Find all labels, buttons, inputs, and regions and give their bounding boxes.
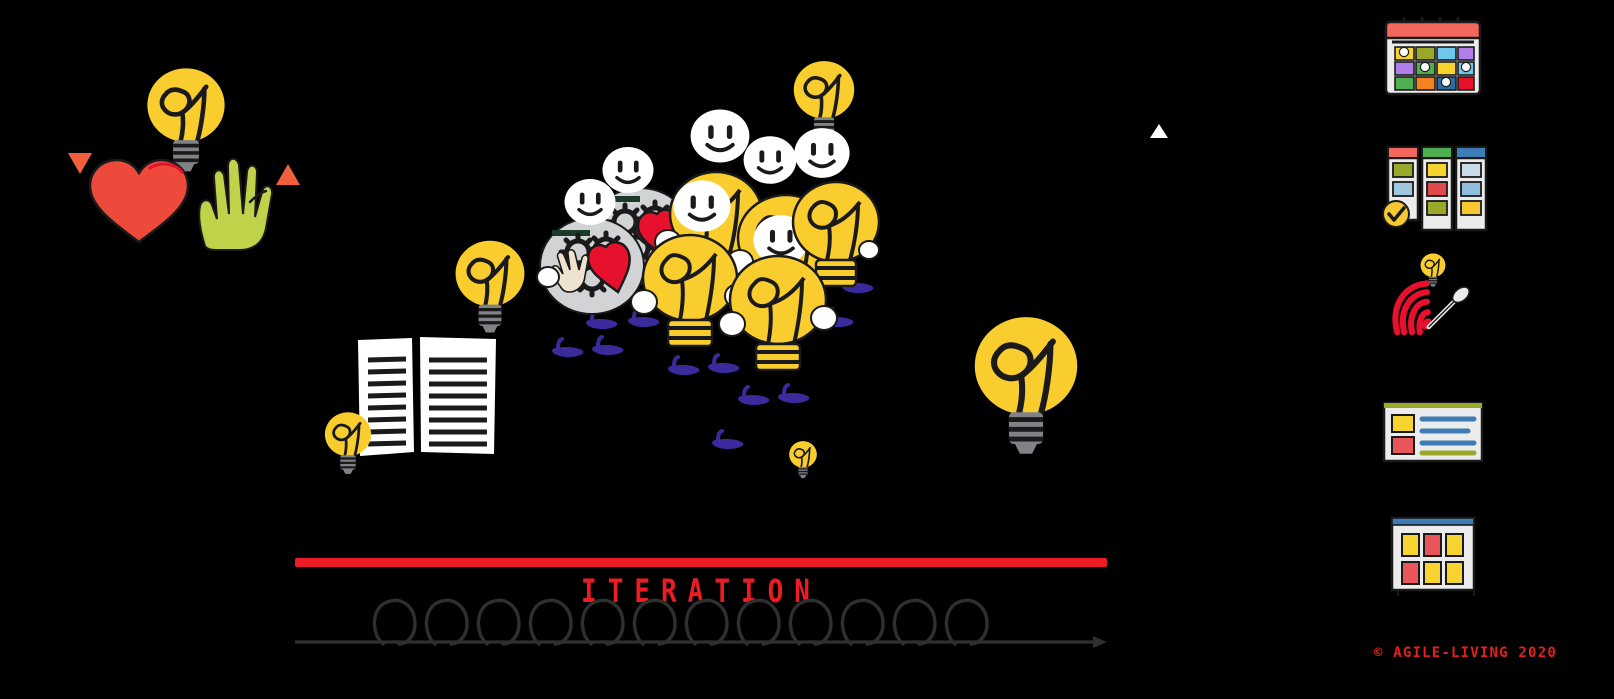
iteration-bar [295,558,1107,567]
bulb-figure-3 [791,180,881,288]
dart-icon [1426,286,1471,330]
bulb-tiny-center [788,440,818,479]
iteration-timeline: ITERATION [295,550,1107,650]
user-story-card-icon [1382,401,1484,463]
face-icon [600,145,656,195]
face-icon [688,107,752,165]
bulb-mid-left [456,241,525,333]
target-with-dart-icon [1392,252,1471,336]
lightbulb-icon [147,68,224,171]
sidebar-item-target-dart[interactable] [1378,252,1488,348]
white-triangle-marker [1150,124,1168,138]
kanban-board-icon [1382,146,1488,232]
face-icon [562,177,618,227]
hand-icon [198,157,274,251]
team-crowd [536,107,881,451]
copyright-notice: © AGILE-LIVING 2020 [1374,645,1557,661]
card-wall-icon [1390,516,1476,596]
sidebar-item-story-card[interactable] [1378,385,1488,481]
main-illustration [68,59,1168,479]
calendar-board-icon [1384,17,1482,96]
iteration-loops [373,598,989,646]
face-icon [741,134,799,186]
bulb-figure-5 [718,254,838,372]
values-group [68,68,300,251]
tan-hand-icon [551,248,589,293]
face-icon [792,126,852,180]
triangle-up-icon [276,164,300,185]
timeline-arrow [295,636,1107,648]
heart-icon [88,158,190,244]
sidebar-item-kanban-board[interactable] [1378,140,1488,236]
check-badge-icon [1382,200,1410,228]
gray-bubble-body-2 [536,217,645,315]
bulb-right-large [975,317,1077,454]
bulb-book-corner [323,410,373,476]
sidebar-item-card-wall[interactable] [1378,508,1488,604]
open-book [358,337,496,456]
sidebar-item-calendar-board[interactable] [1378,14,1488,110]
triangle-down-icon [68,153,92,174]
